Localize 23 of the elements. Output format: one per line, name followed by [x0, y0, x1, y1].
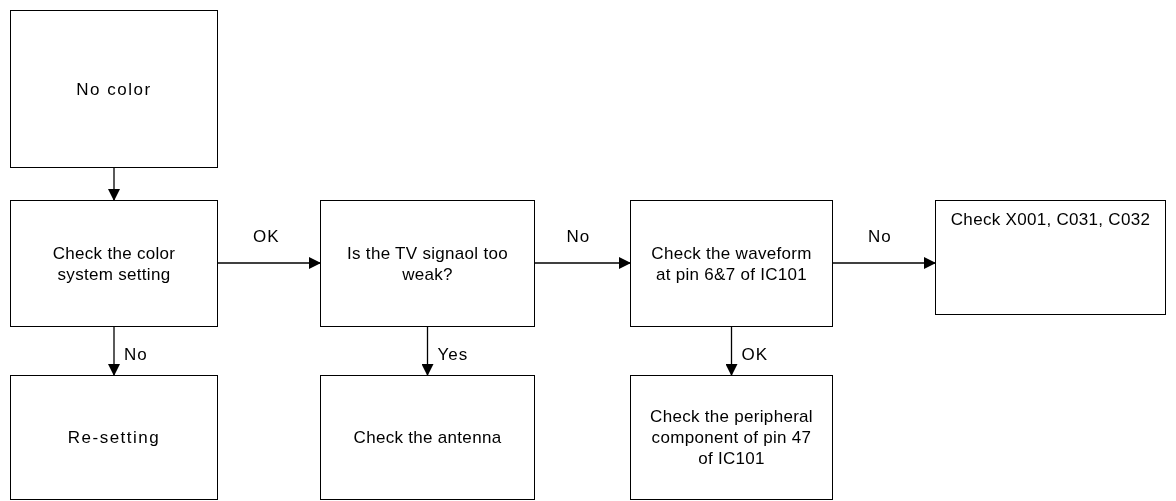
arrow [421, 326, 434, 376]
arrow [217, 257, 321, 269]
box-text: Check X001, C031, C032 [950, 209, 1151, 230]
box-text: Check the color system setting [51, 242, 177, 285]
box-text: Check the antenna [353, 427, 502, 448]
process-box [935, 200, 1166, 315]
process-box [10, 375, 218, 500]
process-box [320, 375, 535, 500]
process-box [320, 200, 535, 327]
arrow [832, 257, 936, 269]
process-box [10, 10, 218, 168]
arrow [725, 326, 738, 376]
box-text: Is the TV signaol too weak? [346, 242, 509, 285]
process-box [10, 200, 218, 327]
box-text: Check the waveform at pin 6&7 of IC101 [650, 242, 813, 285]
arrow [108, 326, 120, 376]
process-box [630, 200, 833, 327]
process-box [630, 375, 833, 500]
arrow [108, 167, 120, 201]
box-text: Check the peripheral component of pin 47 of IC101 [649, 406, 814, 469]
arrow [534, 257, 631, 269]
box-text: No color [76, 78, 152, 100]
box-text: Re-setting [67, 427, 161, 448]
